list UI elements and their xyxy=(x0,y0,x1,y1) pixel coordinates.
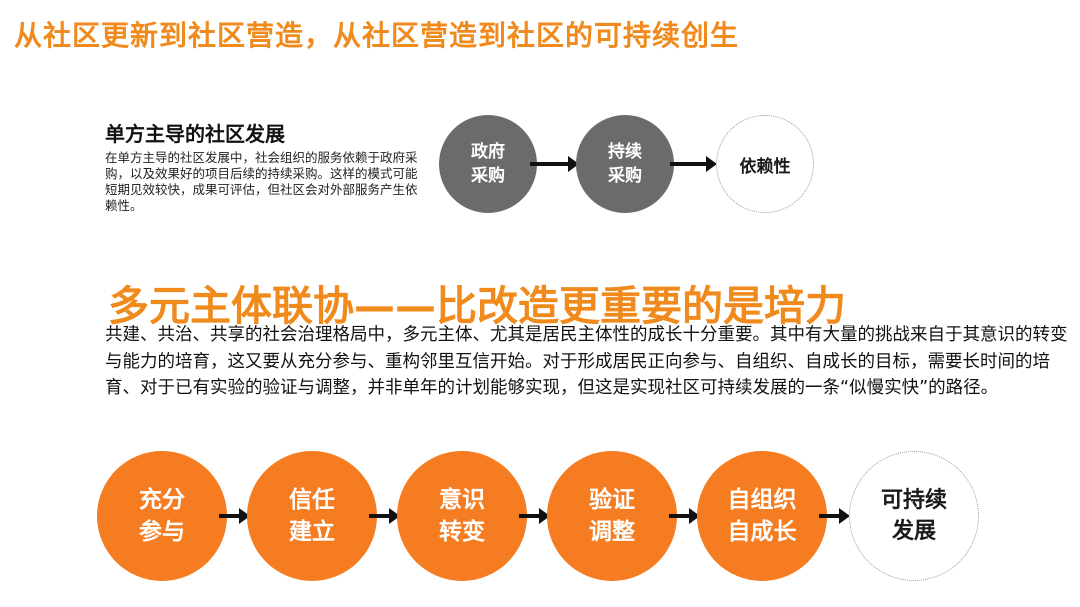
flow-arrow xyxy=(219,508,250,524)
main-body: 共建、共治、共享的社会治理格局中，多元主体、尤其是居民主体性的成长十分重要。其中… xyxy=(105,325,1068,398)
flow-arrow xyxy=(670,156,717,172)
page-title: 从社区更新到社区营造，从社区营造到社区的可持续创生 xyxy=(14,19,740,52)
top-section-heading: 单方主导的社区发展 xyxy=(105,122,285,146)
flow-node-sustainable-development: 可持续 发展 xyxy=(849,451,979,581)
flow-node-self-organization: 自组织 自成长 xyxy=(697,451,827,581)
flow-node-full-participation: 充分 参与 xyxy=(97,451,227,581)
top-section-body: 在单方主导的社区发展中，社会组织的服务依赖于政府采购，以及效果好的项目后续的持续… xyxy=(105,150,418,213)
flow-node-continuous-procurement: 持续 采购 xyxy=(576,115,674,213)
flow-node-mindset-change: 意识 转变 xyxy=(397,451,527,581)
flow-node-validation-adjustment: 验证 调整 xyxy=(547,451,677,581)
flow-arrow xyxy=(369,508,400,524)
flow-arrow xyxy=(519,508,550,524)
flow-arrow xyxy=(669,508,700,524)
main-heading: 多元主体联协——比改造更重要的是培力 xyxy=(108,282,846,330)
flow-node-dependency: 依赖性 xyxy=(716,115,814,213)
flow-node-government-procurement: 政府 采购 xyxy=(439,115,537,213)
flow-node-trust-building: 信任 建立 xyxy=(247,451,377,581)
flow-arrow xyxy=(530,156,579,172)
flow-arrow xyxy=(819,508,850,524)
